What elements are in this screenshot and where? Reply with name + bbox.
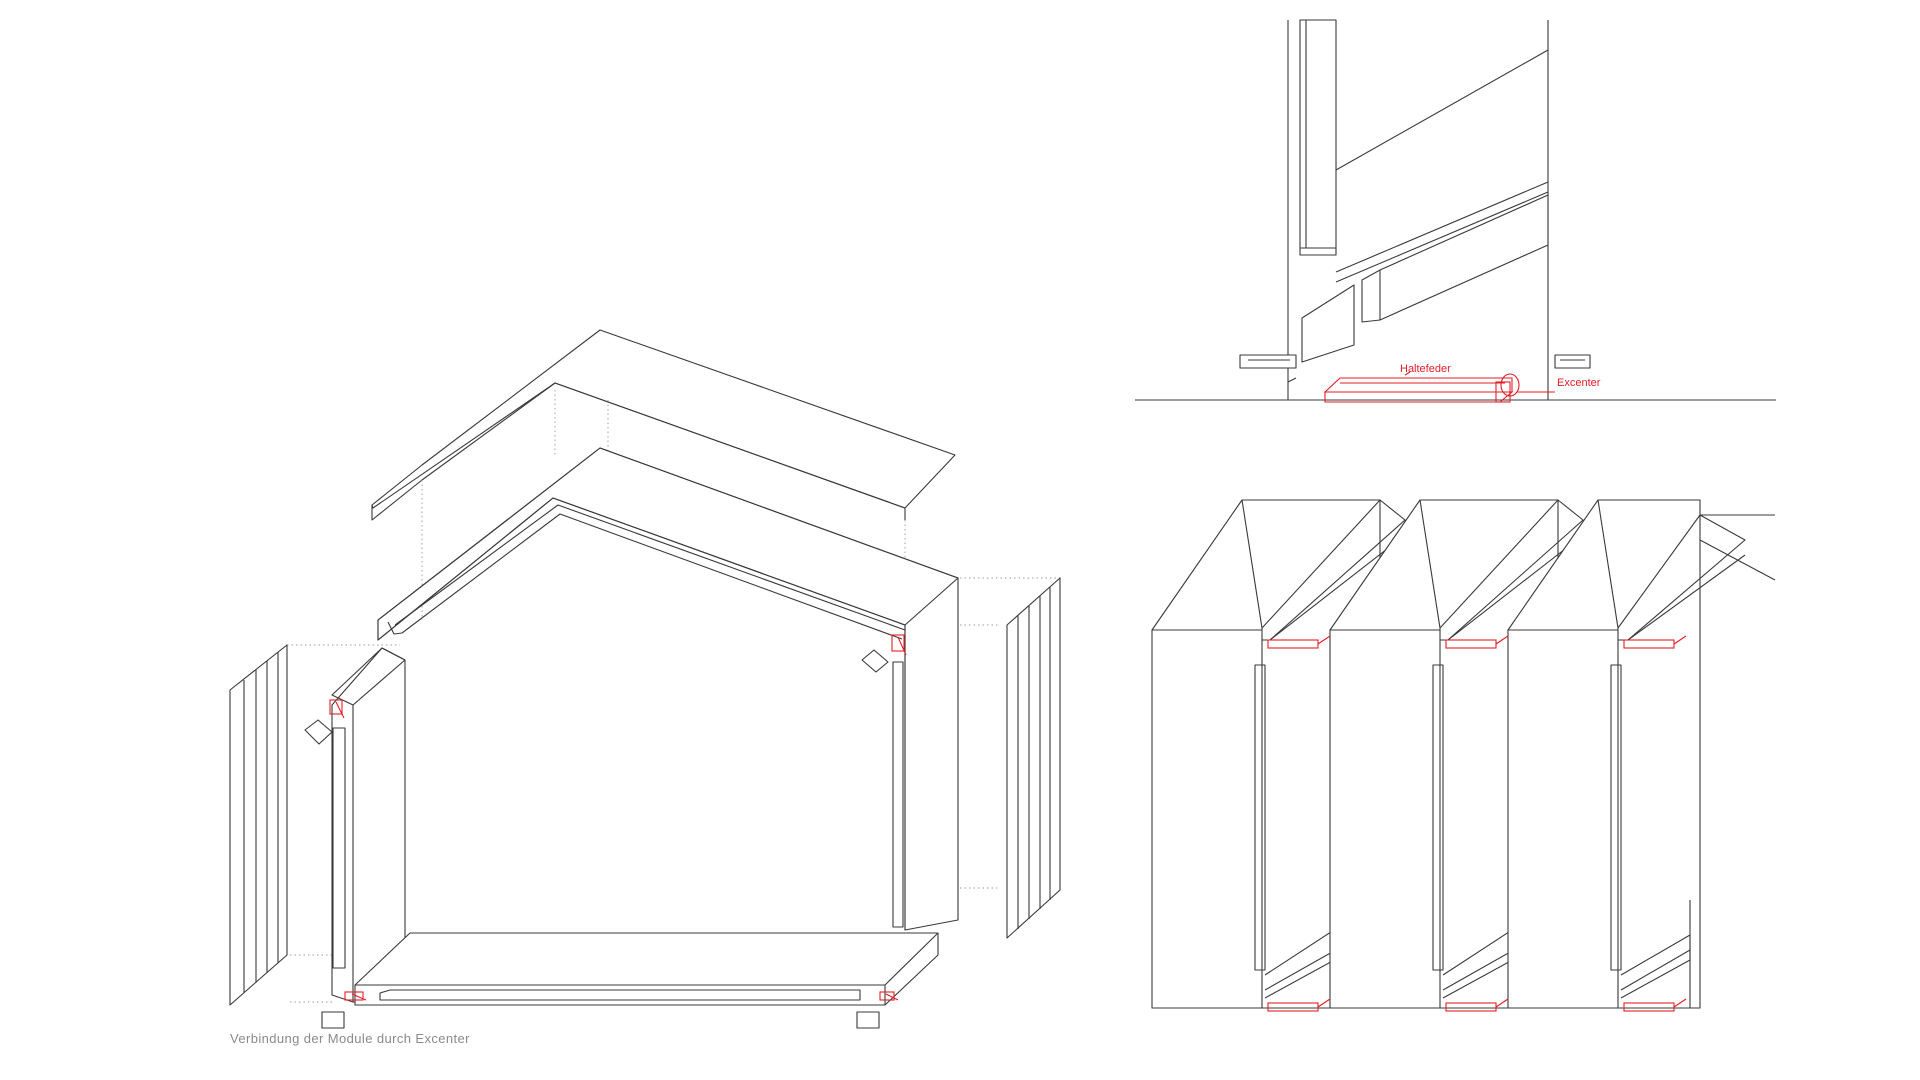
label-eccentric: Excenter [1557,377,1601,389]
right-cladding [1006,577,1061,939]
detail-brackets [1239,354,1591,369]
label-spring: Haltefeder [1400,363,1451,375]
left-wall-panel [331,647,406,1003]
module-3 [1507,499,1776,1009]
module-row [1151,499,1776,1012]
left-cladding [229,644,288,1006]
floor-slab [321,932,939,1029]
caption: Verbindung der Module durch Excenter [230,1031,470,1046]
row-eccentrics [1267,635,1687,1012]
connector-blocks [304,649,889,745]
exploded-module [229,329,1061,1029]
connection-detail: Haltefeder Excenter [1135,19,1776,403]
detail-wall-left [1287,19,1337,400]
alignment-lines [287,390,1060,1003]
module-1 [1151,499,1406,1009]
eccentric-connectors [329,634,907,1001]
detail-rail [1301,194,1549,363]
spring-and-eccentric [1323,371,1555,403]
module-body [377,447,959,931]
roof-element [371,329,956,521]
